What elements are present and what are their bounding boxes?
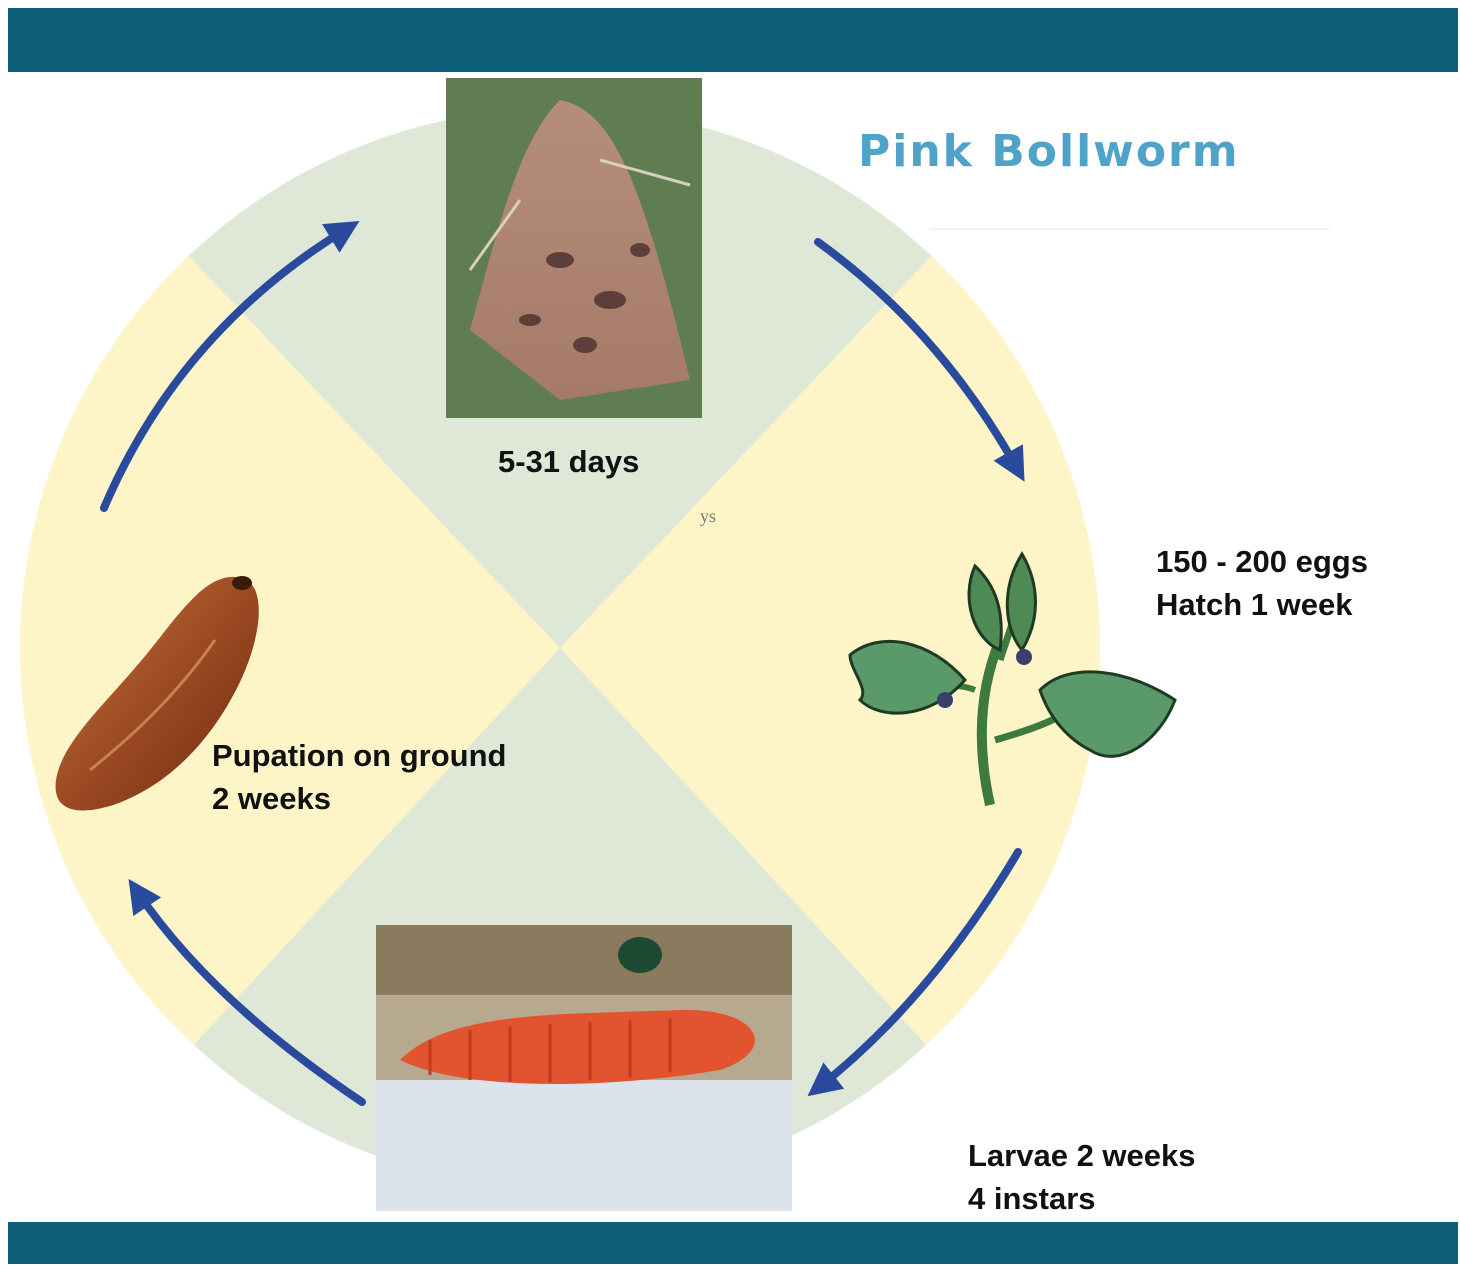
larva-stage-label: Larvae 2 weeks 4 instars xyxy=(968,1134,1196,1220)
egg-icon xyxy=(937,692,953,708)
adult-duration: 5-31 days xyxy=(498,440,639,483)
pupa-stage-label: Pupation on ground 2 weeks xyxy=(212,734,506,820)
larva-duration: Larvae 2 weeks xyxy=(968,1134,1196,1177)
pupa-duration: 2 weeks xyxy=(212,777,506,820)
egg-count: 150 - 200 eggs xyxy=(1156,540,1368,583)
stray-text-fragment: ys xyxy=(700,506,716,527)
title-underline xyxy=(930,228,1330,230)
egg-stage-label: 150 - 200 eggs Hatch 1 week xyxy=(1156,540,1368,626)
page-title: Pink Bollworm xyxy=(858,126,1240,177)
pupa-location: Pupation on ground xyxy=(212,734,506,777)
moth-icon xyxy=(446,78,702,418)
egg-hatch-time: Hatch 1 week xyxy=(1156,583,1368,626)
adult-stage-label: 5-31 days xyxy=(498,440,639,483)
egg-icon xyxy=(1016,649,1032,665)
larva-instars: 4 instars xyxy=(968,1177,1196,1220)
caterpillar-icon xyxy=(376,925,792,1211)
